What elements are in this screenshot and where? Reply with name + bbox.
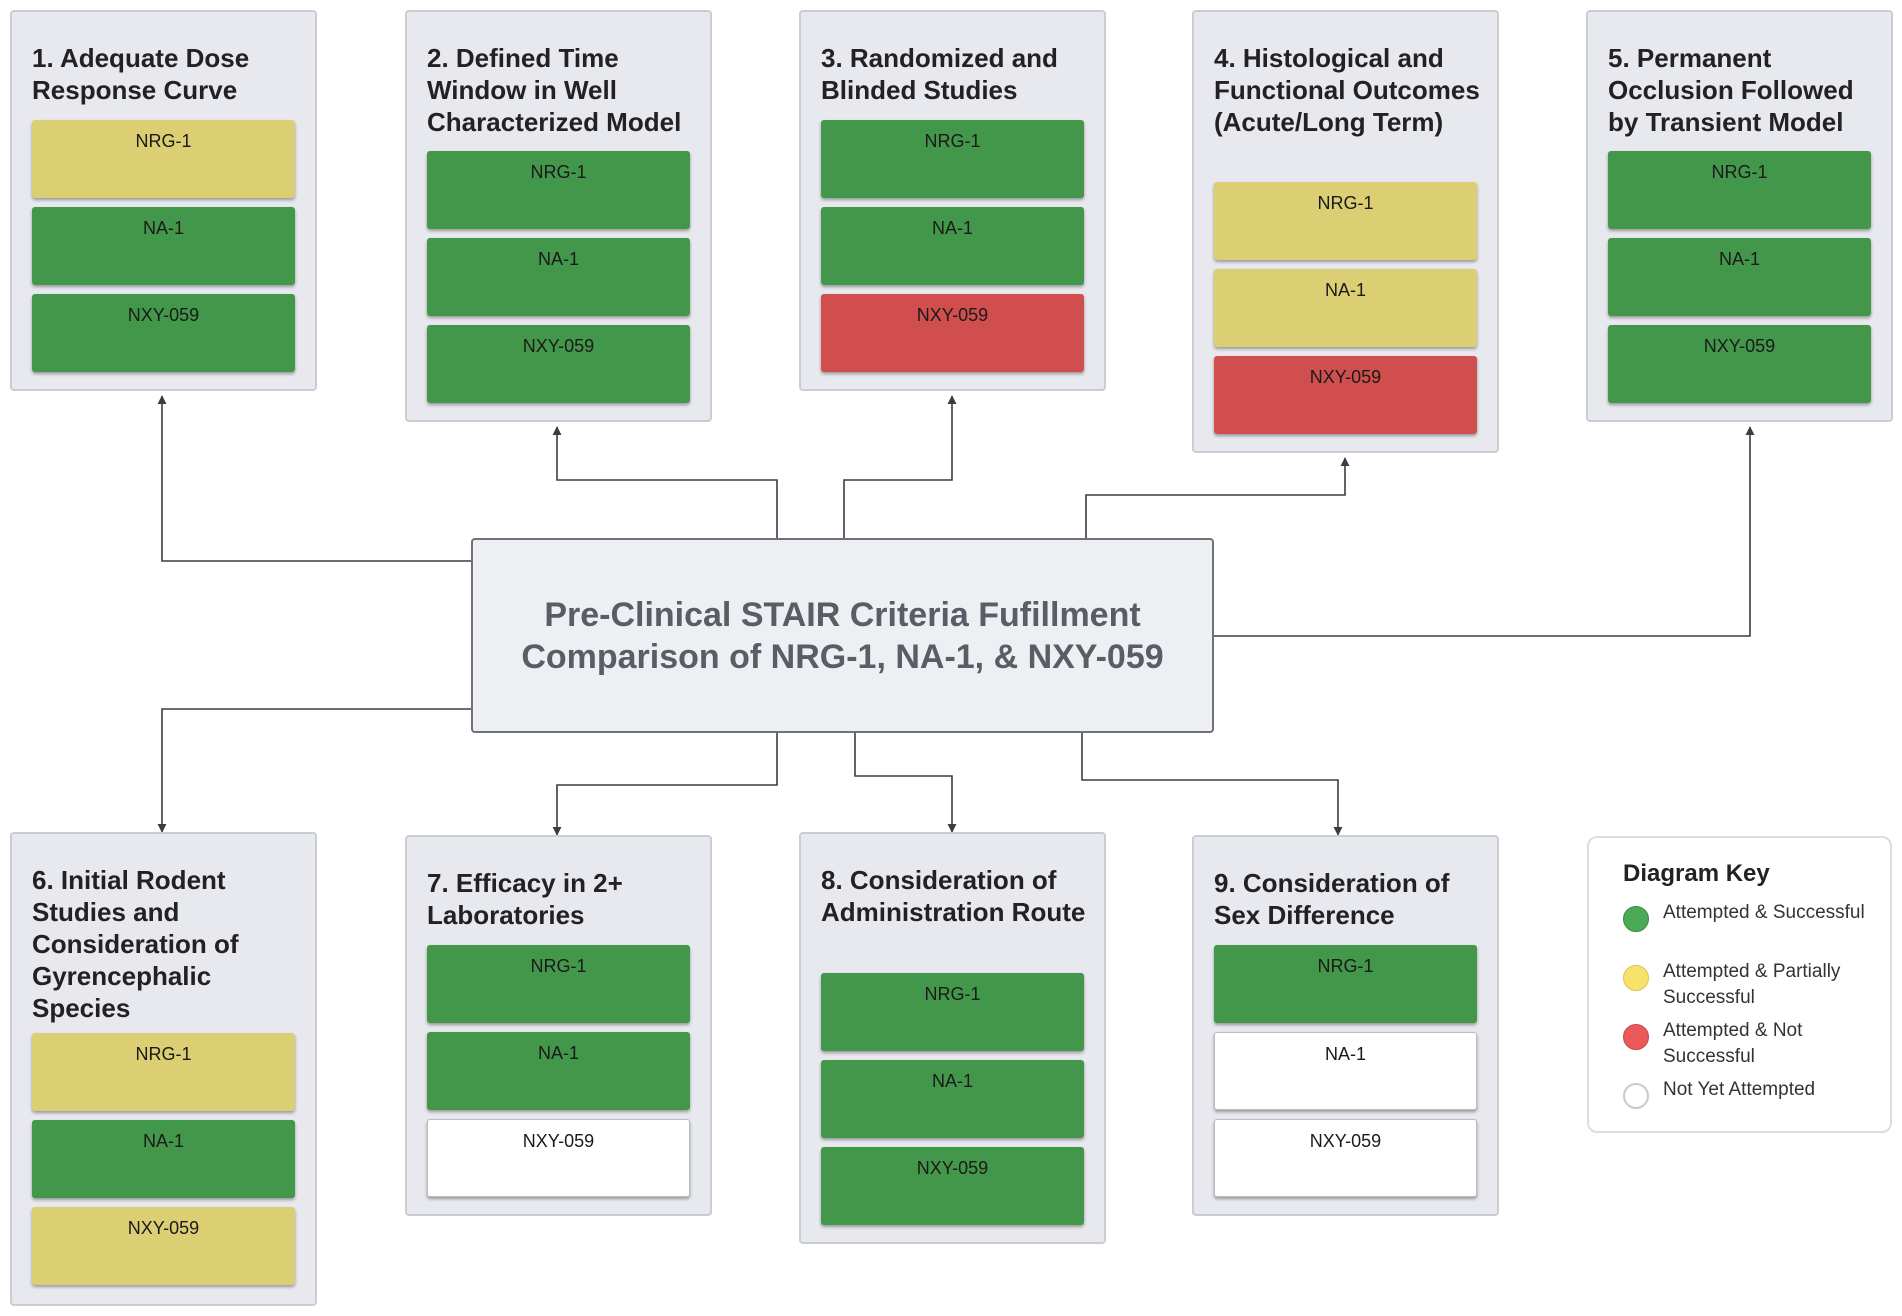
status-chip-na-1: NA-1 — [32, 207, 295, 285]
status-chip-na-1: NA-1 — [821, 1060, 1084, 1138]
key-item-label: Attempted & Partially Successful — [1663, 961, 1841, 1008]
criterion-title: 3. Randomized and Blinded Studies — [821, 43, 1058, 105]
yellow-status-dot-icon — [1623, 965, 1649, 991]
status-chip-nrg-1: NRG-1 — [427, 945, 690, 1023]
connector-6 — [157, 708, 471, 833]
criterion-title: 7. Efficacy in 2+ Laboratories — [427, 868, 623, 930]
status-chip-na-1: NA-1 — [821, 207, 1084, 285]
status-chip-nrg-1: NRG-1 — [1214, 182, 1477, 260]
status-chip-na-1: NA-1 — [1608, 238, 1871, 316]
criterion-title: 1. Adequate Dose Response Curve — [32, 43, 250, 105]
diagram-title-line-2: Comparison of NRG-1, NA-1, & NXY-059 — [521, 637, 1164, 676]
status-chip-nrg-1: NRG-1 — [1608, 151, 1871, 229]
status-chip-nrg-1: NRG-1 — [427, 151, 690, 229]
diagram-title-box: Pre-Clinical STAIR Criteria Fufillment C… — [471, 538, 1214, 733]
criterion-title: 5. Permanent Occlusion Followed by Trans… — [1608, 43, 1854, 137]
connector-4 — [1085, 457, 1350, 538]
status-chip-nxy-059: NXY-059 — [32, 1207, 295, 1285]
diagram-title-line-1: Pre-Clinical STAIR Criteria Fufillment — [544, 595, 1141, 634]
status-chip-na-1: NA-1 — [427, 238, 690, 316]
criterion-card-2: 2. Defined Time Window in Well Character… — [405, 10, 712, 422]
criterion-title: 9. Consideration of Sex Difference — [1214, 868, 1450, 930]
status-chip-na-1: NA-1 — [427, 1032, 690, 1110]
connector-2 — [552, 426, 778, 538]
status-chip-nxy-059: NXY-059 — [427, 325, 690, 403]
connector-8 — [854, 733, 957, 833]
key-item-label: Not Yet Attempted — [1663, 1079, 1816, 1100]
status-chip-nxy-059: NXY-059 — [821, 294, 1084, 372]
criterion-card-4: 4. Histological and Functional Outcomes … — [1192, 10, 1499, 453]
status-chip-nrg-1: NRG-1 — [32, 1033, 295, 1111]
criterion-title: 8. Consideration of Administration Route — [821, 865, 1086, 927]
diagram-key-title: Diagram Key — [1623, 860, 1770, 887]
criterion-card-8: 8. Consideration of Administration Route… — [799, 832, 1106, 1244]
white-status-dot-icon — [1623, 1083, 1649, 1109]
status-chip-nxy-059: NXY-059 — [1608, 325, 1871, 403]
status-chip-nxy-059: NXY-059 — [1214, 1119, 1477, 1197]
status-chip-nxy-059: NXY-059 — [1214, 356, 1477, 434]
connector-3 — [843, 395, 957, 538]
connector-1 — [157, 395, 471, 562]
red-status-dot-icon — [1623, 1024, 1649, 1050]
status-chip-nxy-059: NXY-059 — [821, 1147, 1084, 1225]
connector-5 — [1214, 426, 1755, 637]
status-chip-na-1: NA-1 — [32, 1120, 295, 1198]
key-item-label: Attempted & Not Successful — [1663, 1020, 1803, 1067]
criterion-title: 6. Initial Rodent Studies and Considerat… — [32, 865, 239, 1023]
diagram-key: Diagram Key Attempted & Successful Attem… — [1587, 836, 1892, 1133]
status-chip-na-1: NA-1 — [1214, 1032, 1477, 1110]
status-chip-nrg-1: NRG-1 — [821, 973, 1084, 1051]
connector-7 — [552, 733, 778, 836]
status-chip-nxy-059: NXY-059 — [32, 294, 295, 372]
status-chip-nxy-059: NXY-059 — [427, 1119, 690, 1197]
status-chip-nrg-1: NRG-1 — [32, 120, 295, 198]
green-status-dot-icon — [1623, 906, 1649, 932]
status-chip-na-1: NA-1 — [1214, 269, 1477, 347]
criterion-title: 2. Defined Time Window in Well Character… — [427, 43, 682, 137]
key-item-label: Attempted & Successful — [1663, 902, 1865, 923]
status-chip-nrg-1: NRG-1 — [1214, 945, 1477, 1023]
criterion-title: 4. Histological and Functional Outcomes … — [1214, 43, 1480, 137]
connector-9 — [1081, 733, 1343, 836]
criterion-card-6: 6. Initial Rodent Studies and Considerat… — [10, 832, 317, 1306]
criterion-card-5: 5. Permanent Occlusion Followed by Trans… — [1586, 10, 1893, 422]
status-chip-nrg-1: NRG-1 — [821, 120, 1084, 198]
